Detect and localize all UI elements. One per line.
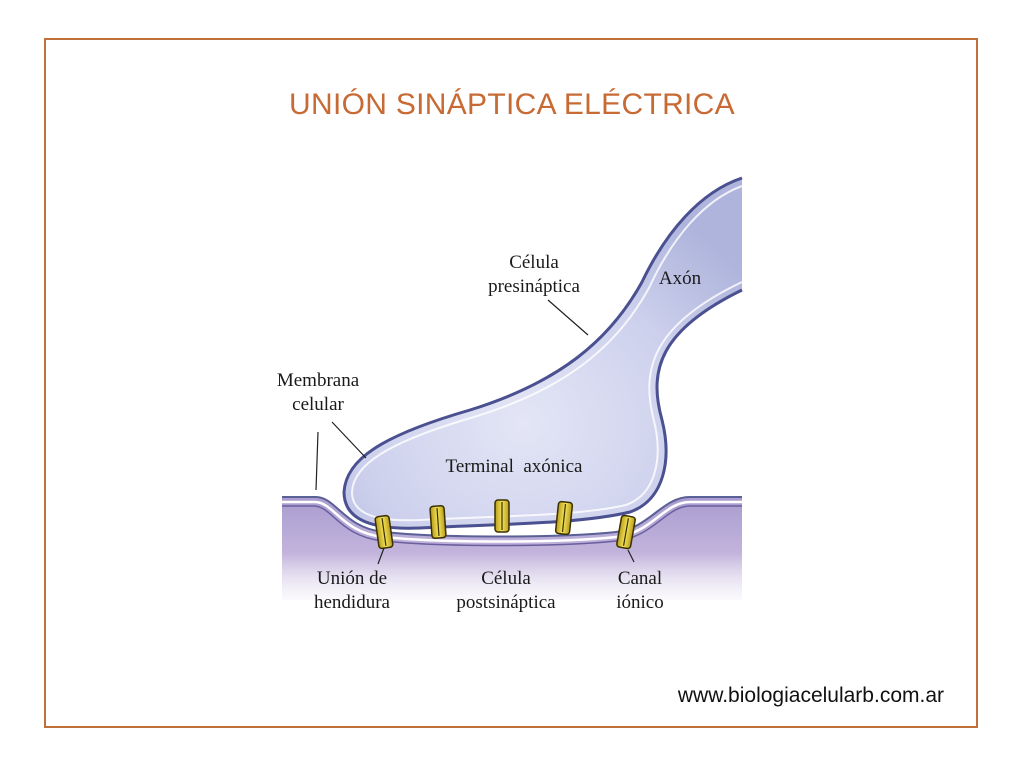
ion-channel-4 <box>554 500 574 536</box>
ion-channel-1 <box>374 514 394 550</box>
label-membrane-1: Membrana <box>277 370 360 391</box>
leader-line-ion-channel <box>627 549 635 563</box>
ion-channel-3 <box>494 499 510 533</box>
slide-frame <box>44 38 978 728</box>
website-url: www.biologiacelularb.com.ar <box>677 684 944 707</box>
leader-line-gap-junction <box>377 547 385 565</box>
postsynaptic-membrane <box>282 496 742 538</box>
ion-channel-5 <box>616 514 636 550</box>
label-presynaptic-cell-1: Célula <box>509 252 559 273</box>
presynaptic-cell <box>344 178 742 529</box>
label-axon: Axón <box>659 268 702 289</box>
label-gap-junction-1: Unión de <box>317 568 387 589</box>
label-gap-junction-2: hendidura <box>314 592 391 613</box>
leader-line-membrane <box>315 421 367 491</box>
label-ion-channel-1: Canal <box>618 568 662 589</box>
label-axon-terminal: Terminal axónica <box>446 456 583 477</box>
label-membrane-2: celular <box>292 394 344 415</box>
label-postsynaptic-cell-2: postsináptica <box>456 592 556 613</box>
leader-line-presynaptic <box>547 299 589 336</box>
label-postsynaptic-cell-1: Célula <box>481 568 531 589</box>
postsynaptic-cell <box>282 497 742 600</box>
ion-channel-2 <box>429 505 447 539</box>
slide-title: UNIÓN SINÁPTICA ELÉCTRICA <box>289 88 735 121</box>
label-presynaptic-cell-2: presináptica <box>488 276 580 297</box>
label-ion-channel-2: iónico <box>616 592 664 613</box>
